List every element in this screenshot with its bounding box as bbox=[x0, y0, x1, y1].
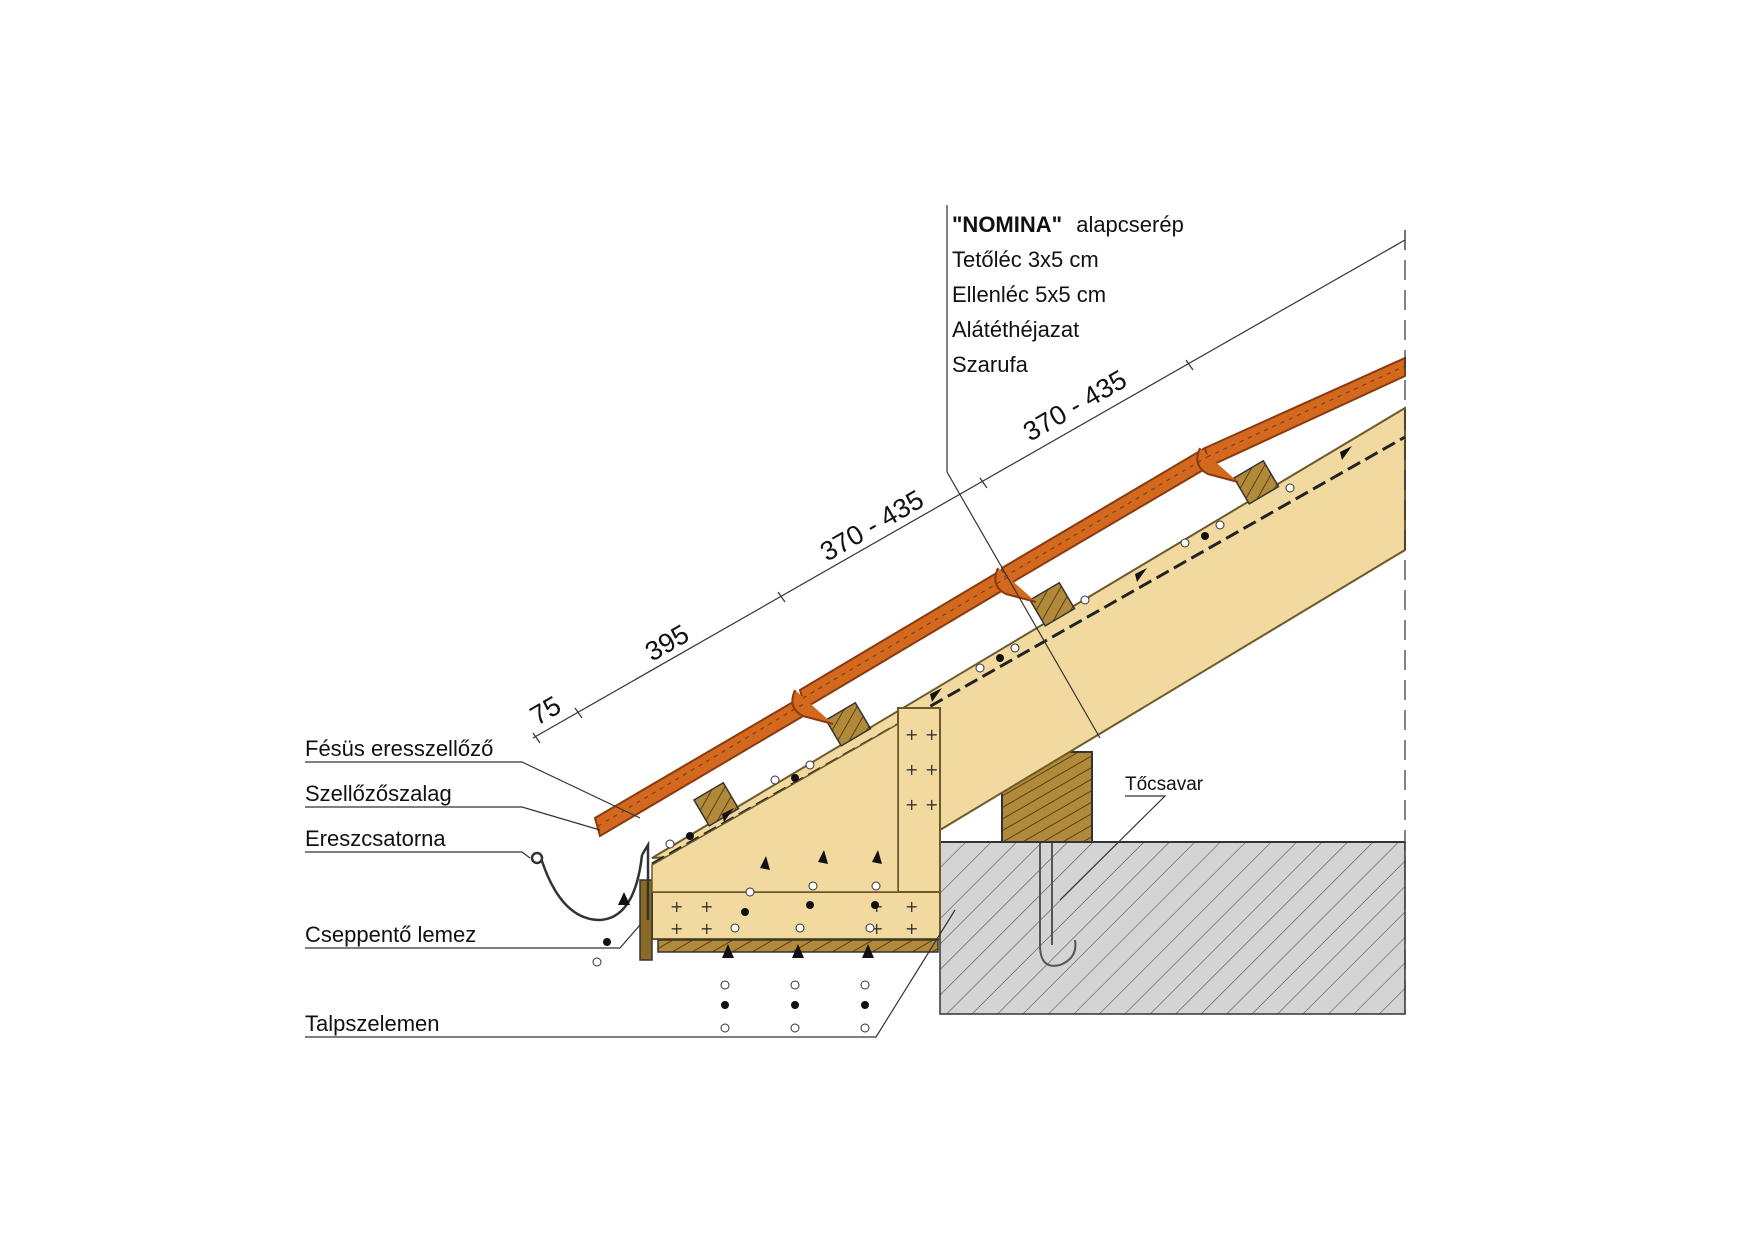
legend-counter-batten: Ellenléc 5x5 cm bbox=[952, 282, 1106, 307]
svg-text:+: + bbox=[700, 897, 713, 916]
concrete-wall bbox=[939, 841, 1406, 1015]
label-wall-plate: Talpszelemen bbox=[305, 1011, 440, 1036]
legend-tile-brand: "NOMINA" bbox=[952, 212, 1062, 237]
legend-underlay: Alátéthéjazat bbox=[952, 317, 1079, 342]
label-comb-vent: Fésüs eresszellőző bbox=[305, 736, 493, 761]
svg-text:+: + bbox=[870, 919, 883, 938]
label-drip-edge: Cseppentő lemez bbox=[305, 922, 476, 947]
dimension-370-435-first: 370 - 435 bbox=[815, 484, 929, 567]
svg-text:+: + bbox=[925, 760, 938, 779]
legend-tile-word: alapcserép bbox=[1076, 212, 1184, 237]
svg-text:+: + bbox=[700, 919, 713, 938]
svg-text:+: + bbox=[905, 897, 918, 916]
svg-text:+: + bbox=[925, 725, 938, 744]
label-gutter: Ereszcsatorna bbox=[305, 826, 446, 851]
dimension-395: 395 bbox=[640, 619, 694, 668]
svg-text:+: + bbox=[905, 919, 918, 938]
svg-text:+: + bbox=[905, 795, 918, 814]
dimension-75: 75 bbox=[525, 690, 566, 731]
eave-framing bbox=[639, 707, 941, 961]
svg-text:+: + bbox=[905, 760, 918, 779]
svg-text:+: + bbox=[905, 725, 918, 744]
svg-text:+: + bbox=[925, 795, 938, 814]
battens bbox=[692, 459, 1280, 827]
ventilation-marks bbox=[592, 446, 1352, 1033]
legend-tile: "NOMINA" alapcserép bbox=[952, 212, 1184, 237]
svg-text:+: + bbox=[670, 919, 683, 938]
legend-batten: Tetőléc 3x5 cm bbox=[952, 247, 1099, 272]
tile-edge-dashes bbox=[597, 365, 1406, 827]
left-leaders bbox=[305, 761, 1167, 1038]
top-legend-leader bbox=[946, 205, 1101, 739]
svg-text:+: + bbox=[670, 897, 683, 916]
gutter bbox=[530, 840, 650, 922]
label-anchor-bolt: Tőcsavar bbox=[1125, 774, 1204, 795]
legend-rafter: Szarufa bbox=[952, 352, 1029, 377]
label-vent-strip: Szellőzőszalag bbox=[305, 781, 452, 806]
